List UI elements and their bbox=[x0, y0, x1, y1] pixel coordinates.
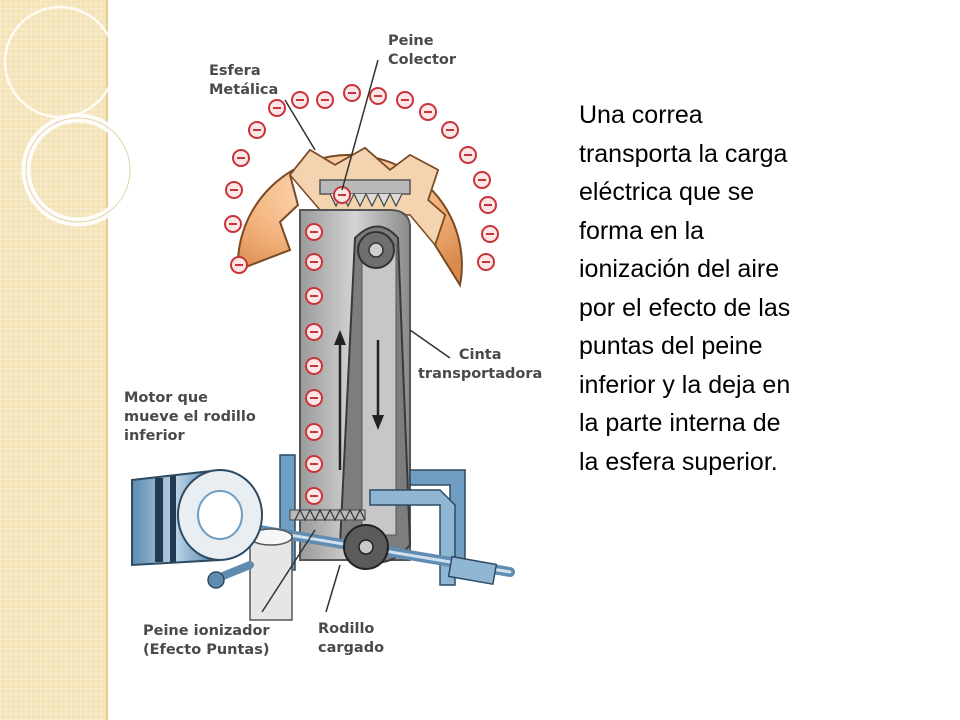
ionizer-comb bbox=[289, 508, 389, 570]
conveyor-belt bbox=[338, 225, 412, 564]
label-sphere: Esfera Metálica bbox=[209, 63, 279, 98]
label-charged-roller: Rodillo cargado bbox=[318, 621, 385, 656]
decorative-rings bbox=[3, 5, 135, 227]
label-motor: Motor que mueve el rodillo inferior bbox=[124, 390, 256, 444]
van-de-graaff-diagram bbox=[131, 59, 515, 621]
direction-arrows bbox=[334, 330, 384, 470]
label-belt: Cinta transportadora bbox=[418, 347, 543, 382]
label-ionizer-comb: Peine ionizador (Efecto Puntas) bbox=[143, 623, 270, 658]
label-collector-comb: Peine Colector bbox=[388, 33, 457, 68]
leader-lines bbox=[261, 59, 451, 613]
motor bbox=[131, 468, 263, 567]
description-text: Una correa transporta la carga eléctrica… bbox=[579, 101, 791, 476]
